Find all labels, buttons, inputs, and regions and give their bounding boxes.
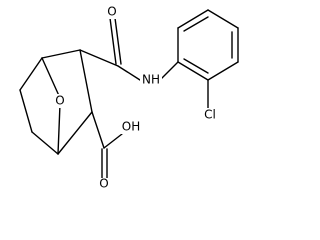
molecule-structure: O O NH Cl OH O [19, 5, 239, 191]
bond-c3-c4 [57, 111, 93, 155]
amide-oxygen-label: O [107, 5, 116, 19]
norbornane-core [19, 49, 93, 155]
chlorine-label: Cl [204, 108, 216, 122]
bond-c1-o7 [41, 57, 61, 99]
bond-c2-camide [79, 49, 119, 67]
bond-ar-inner-3 [183, 58, 209, 74]
bond-camide-n [117, 65, 141, 81]
bridge-oxygen-label: O [55, 94, 64, 108]
carboxylic-acid-group [91, 111, 123, 179]
acid-carbonyl-oxygen-label: O [99, 177, 108, 191]
bond-c6-c5 [19, 89, 33, 133]
bond-ar5-ar6 [207, 61, 239, 81]
bond-c1-c6 [19, 57, 43, 91]
bond-ar-inner-1 [183, 16, 209, 32]
amide-group [79, 17, 179, 81]
bond-o7-c4 [57, 103, 61, 155]
bond-c3-cacid [91, 111, 105, 149]
carboxylic-oh-label: OH [122, 120, 140, 134]
bond-c5-c4 [31, 131, 59, 155]
chlorophenyl-ring [177, 9, 239, 109]
bond-ar2-ar3 [177, 9, 209, 29]
bond-amide-co-2 [114, 17, 122, 65]
bond-ar3-ar4 [207, 9, 239, 29]
bond-amide-co-1 [109, 17, 117, 65]
bond-c1-c2 [41, 49, 81, 59]
atom-labels: O O NH Cl OH O [53, 5, 218, 191]
bond-cacid-oh [103, 133, 123, 149]
bond-c2-c3 [79, 49, 93, 113]
amide-nitrogen-label: NH [142, 73, 160, 87]
bond-ar6-ar1 [177, 61, 209, 81]
bond-n-aryl [159, 61, 179, 81]
